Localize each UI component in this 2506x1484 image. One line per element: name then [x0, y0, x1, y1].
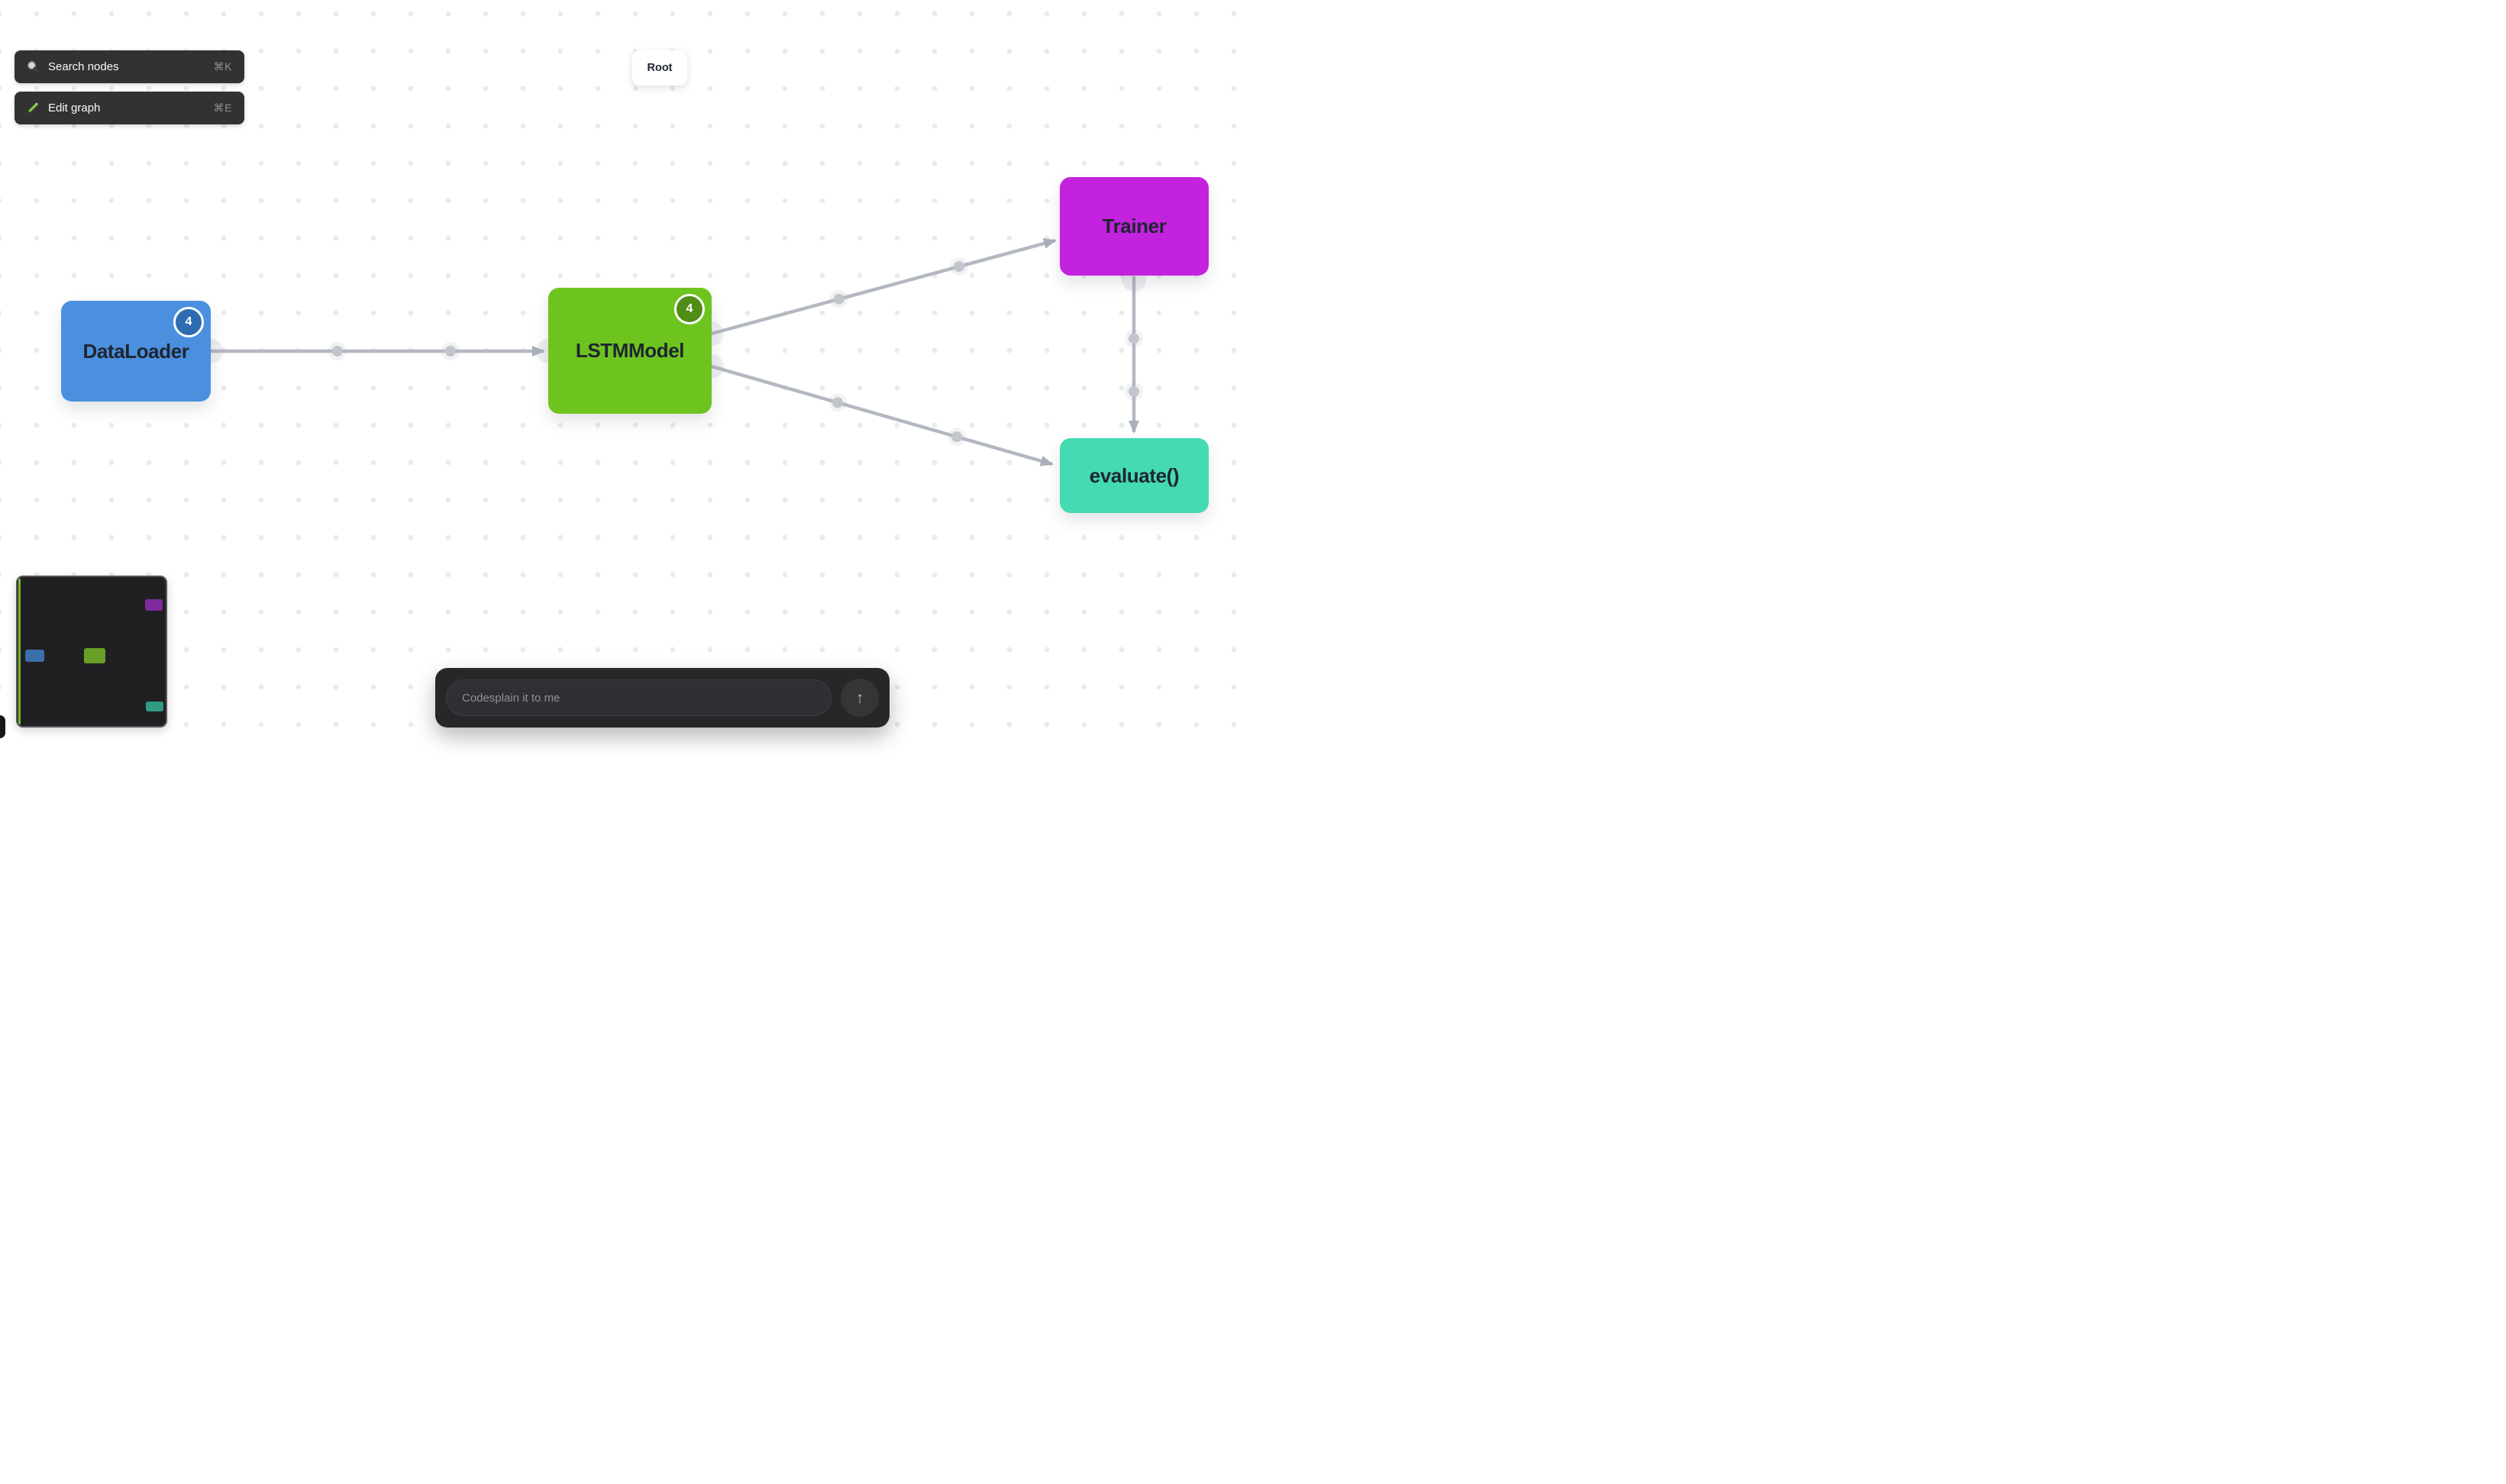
node-lstmmodel-badge: 4: [674, 294, 705, 324]
edge-particle-halo: [1125, 382, 1143, 401]
edge-particle: [832, 397, 844, 408]
node-lstmmodel[interactable]: 4 LSTMModel: [548, 288, 712, 414]
edge-particle: [833, 293, 844, 305]
edit-graph-button[interactable]: Edit graph ⌘E: [15, 92, 244, 124]
edge-particle: [1129, 386, 1139, 397]
edge-particle-halo: [441, 342, 460, 360]
edge-particle: [1129, 333, 1139, 344]
edge-particle: [444, 346, 456, 356]
node-lstmmodel-label: LSTMModel: [575, 339, 685, 362]
edge-particle-halo: [950, 257, 968, 276]
node-dataloader-label: DataLoader: [82, 339, 189, 363]
node-dataloader[interactable]: 4 DataLoader: [61, 301, 211, 402]
node-dataloader-badge: 4: [173, 307, 204, 337]
edge-particle-halo: [328, 342, 347, 360]
pencil-icon: [28, 102, 38, 113]
search-shortcut: ⌘K: [213, 60, 232, 73]
search-icon: [27, 61, 40, 73]
edit-shortcut: ⌘E: [213, 102, 232, 114]
chat-input[interactable]: [446, 679, 832, 716]
node-evaluate[interactable]: evaluate(): [1060, 438, 1209, 513]
root-node-badge[interactable]: Root: [632, 50, 687, 85]
edge-particle-halo: [828, 393, 848, 412]
edge: [711, 364, 1054, 466]
send-button[interactable]: ↑: [841, 679, 879, 717]
edge: [711, 238, 1057, 336]
search-nodes-label: Search nodes: [48, 60, 119, 73]
edge-particle-halo: [1125, 329, 1143, 348]
edge-particle: [331, 346, 343, 356]
edge-particle-halo: [948, 427, 967, 447]
chat-bar: ↑: [435, 668, 890, 727]
search-nodes-button[interactable]: Search nodes ⌘K: [15, 50, 244, 83]
edge-particle: [951, 431, 963, 443]
corner-artifact: [0, 715, 5, 738]
root-label: Root: [647, 62, 673, 74]
node-evaluate-label: evaluate(): [1089, 463, 1180, 487]
arrow-up-icon: ↑: [855, 689, 864, 707]
minimap-node-trainer-mini: [145, 599, 163, 611]
minimap-node-dataloader-mini: [25, 650, 44, 662]
node-trainer-label: Trainer: [1102, 215, 1167, 237]
edge-particle: [954, 261, 964, 273]
edit-graph-label: Edit graph: [48, 102, 101, 115]
minimap-node-evaluate-mini: [146, 702, 163, 711]
graph-canvas[interactable]: 4 DataLoader 4 LSTMModel Trainer evaluat…: [0, 0, 1253, 742]
minimap[interactable]: [16, 576, 167, 727]
edge-particle-halo: [829, 289, 848, 308]
minimap-viewport-edge: [18, 579, 21, 724]
node-trainer[interactable]: Trainer: [1060, 177, 1209, 276]
minimap-node-lstmmodel-mini: [84, 648, 105, 663]
